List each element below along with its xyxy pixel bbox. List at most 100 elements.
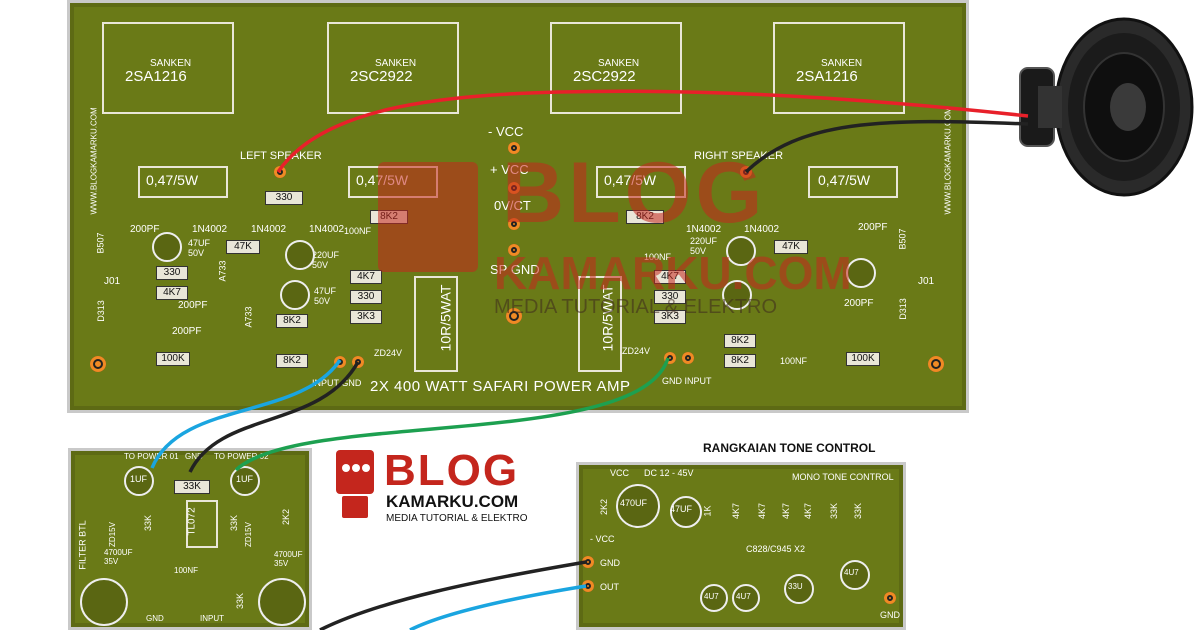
d313-left: D313 bbox=[95, 300, 106, 322]
input-pad-left-2 bbox=[352, 356, 364, 368]
j01-right: J01 bbox=[918, 276, 935, 287]
filter-input-label: INPUT bbox=[200, 614, 224, 623]
res-330-left: 330 bbox=[265, 191, 303, 205]
filter-to-power-02: TO POWER 02 bbox=[214, 452, 269, 461]
res-4k7-mid-left: 4K7 bbox=[350, 270, 382, 284]
cap-200pf-3: 200PF bbox=[172, 326, 202, 337]
cap-200pf-1: 200PF bbox=[130, 224, 160, 235]
a733-left-b: A733 bbox=[243, 306, 254, 328]
res-47k-right: 47K bbox=[774, 240, 808, 254]
rail-pad-2 bbox=[508, 182, 520, 194]
filter-cap-1uf-a bbox=[124, 466, 154, 496]
tone-out-label: OUT bbox=[600, 582, 619, 592]
d313-right: D313 bbox=[897, 298, 908, 320]
filter-big-cap-right bbox=[258, 578, 306, 626]
tone-cap-470uf bbox=[616, 484, 660, 528]
filter-res-33k-a: 33K bbox=[143, 514, 154, 532]
watermark-middle: KAMARKU.COM bbox=[494, 247, 852, 299]
j01-left: J01 bbox=[104, 276, 121, 287]
wire-blue-tone bbox=[409, 584, 587, 630]
brand-logo-line1: BLOG bbox=[384, 446, 520, 495]
tone-cap-33u bbox=[784, 574, 814, 604]
a733-left-a: A733 bbox=[217, 260, 228, 282]
res-100k-left: 100K bbox=[156, 352, 190, 366]
res-8k2-left-a: 8K2 bbox=[276, 314, 308, 328]
filter-ic-body bbox=[186, 500, 218, 548]
speaker-graphic bbox=[1019, 17, 1194, 197]
diode-5: 1N4002 bbox=[744, 224, 780, 235]
filter-res-2k2: 2K2 bbox=[281, 508, 292, 526]
diode-1: 1N4002 bbox=[192, 224, 228, 235]
res-8k2-left-b: 8K2 bbox=[276, 354, 308, 368]
cap-200pf-2: 200PF bbox=[178, 300, 208, 311]
brand-logo-dot-2 bbox=[352, 464, 360, 472]
cap-electrolytic-6 bbox=[846, 258, 876, 288]
transistor-q1 bbox=[102, 22, 234, 114]
watermark-block bbox=[378, 162, 478, 272]
transistor-q4-maker: SANKEN bbox=[821, 58, 863, 69]
emitter-resistor-1 bbox=[138, 166, 228, 198]
res-330-mid-left: 330 bbox=[350, 290, 382, 304]
cap-electrolytic-1 bbox=[152, 232, 182, 262]
res-3k3-left: 3K3 bbox=[350, 310, 382, 324]
transistor-q1-maker: SANKEN bbox=[150, 58, 192, 69]
filter-cap-4700-b: 4700UF 35V bbox=[274, 550, 303, 568]
filter-cap-1uf-b-label: 1UF bbox=[236, 474, 254, 484]
filter-cap-4700-a: 4700UF 35V bbox=[104, 548, 133, 566]
tone-pad-gnd-right bbox=[884, 592, 896, 604]
b507-left: B507 bbox=[95, 232, 106, 254]
tone-title-label: MONO TONE CONTROL bbox=[792, 472, 894, 482]
res-3k3-right: 3K3 bbox=[654, 310, 686, 324]
brand-logo-line2: KAMARKU.COM bbox=[386, 492, 519, 511]
tone-neg-vcc-label: - VCC bbox=[590, 534, 615, 544]
cap-100nf-right-b: 100NF bbox=[780, 356, 808, 366]
tone-res-2k2: 2K2 bbox=[599, 498, 610, 516]
watermark-bottom: MEDIA TUTORIAL & ELEKTRO bbox=[494, 296, 778, 318]
cap-electrolytic-5 bbox=[722, 280, 752, 310]
tone-dc-label: DC 12 - 45V bbox=[644, 468, 694, 478]
cap-47uf-left-b: 47UF 50V bbox=[314, 286, 337, 306]
b507-right: B507 bbox=[897, 228, 908, 250]
rail-sp-gnd: SP GND bbox=[490, 262, 540, 277]
tone-res-4k7-c: 4K7 bbox=[781, 502, 792, 520]
tone-cap-4u7-c bbox=[840, 560, 870, 590]
mount-hole-center bbox=[506, 308, 522, 324]
filter-cap-100nf: 100NF bbox=[174, 566, 199, 575]
tone-cap-4u7-a bbox=[700, 584, 728, 612]
board-title: 2X 400 WATT SAFARI POWER AMP bbox=[370, 378, 631, 395]
brand-logo-body bbox=[336, 450, 374, 494]
rail-ct: 0V/CT bbox=[494, 198, 531, 213]
input-pad-left-1 bbox=[334, 356, 346, 368]
transistor-q2-maker: SANKEN bbox=[375, 58, 417, 69]
speaker-icon bbox=[1004, 12, 1194, 202]
cap-220uf-right: 220UF 50V bbox=[690, 236, 718, 256]
res-100k-right: 100K bbox=[846, 352, 880, 366]
cap-47uf-left: 47UF 50V bbox=[188, 238, 211, 258]
brand-logo-base bbox=[342, 496, 368, 518]
filter-gnd-bottom: GND bbox=[146, 614, 164, 623]
tone-gnd-right-label: GND bbox=[880, 610, 900, 620]
rail-pad-4 bbox=[508, 244, 520, 256]
cap-200pf-right-b: 200PF bbox=[844, 298, 874, 309]
mount-hole-left bbox=[90, 356, 106, 372]
tone-cap-4u7-b bbox=[732, 584, 760, 612]
zener-left: ZD24V bbox=[374, 348, 403, 358]
diode-2: 1N4002 bbox=[251, 224, 287, 235]
brand-logo-line3: MEDIA TUTORIAL & ELEKTRO bbox=[386, 513, 528, 524]
res-330-right: 330 bbox=[654, 290, 686, 304]
cap-100nf-right: 100NF bbox=[644, 252, 672, 262]
transistor-q3-maker: SANKEN bbox=[598, 58, 640, 69]
tone-cap-33u-label: 33U bbox=[788, 582, 803, 591]
tone-transistor-label: C828/C945 X2 bbox=[746, 544, 806, 554]
res-330-low-left: 330 bbox=[156, 266, 188, 280]
site-vertical-left: WWW.BLOGKAMARKU.COM bbox=[89, 107, 99, 215]
tone-cap-470uf-label: 470UF bbox=[620, 498, 648, 508]
tone-res-4k7-a: 4K7 bbox=[731, 502, 742, 520]
cap-200pf-right: 200PF bbox=[858, 222, 888, 233]
tone-res-4k7-d: 4K7 bbox=[803, 502, 814, 520]
tone-cap-4u7-a-label: 4U7 bbox=[704, 592, 719, 601]
input-pad-right-2 bbox=[682, 352, 694, 364]
brand-logo-dot-3 bbox=[362, 464, 370, 472]
filter-zener-a: ZD15V bbox=[107, 522, 117, 547]
tone-res-33k-b: 33K bbox=[853, 502, 864, 520]
